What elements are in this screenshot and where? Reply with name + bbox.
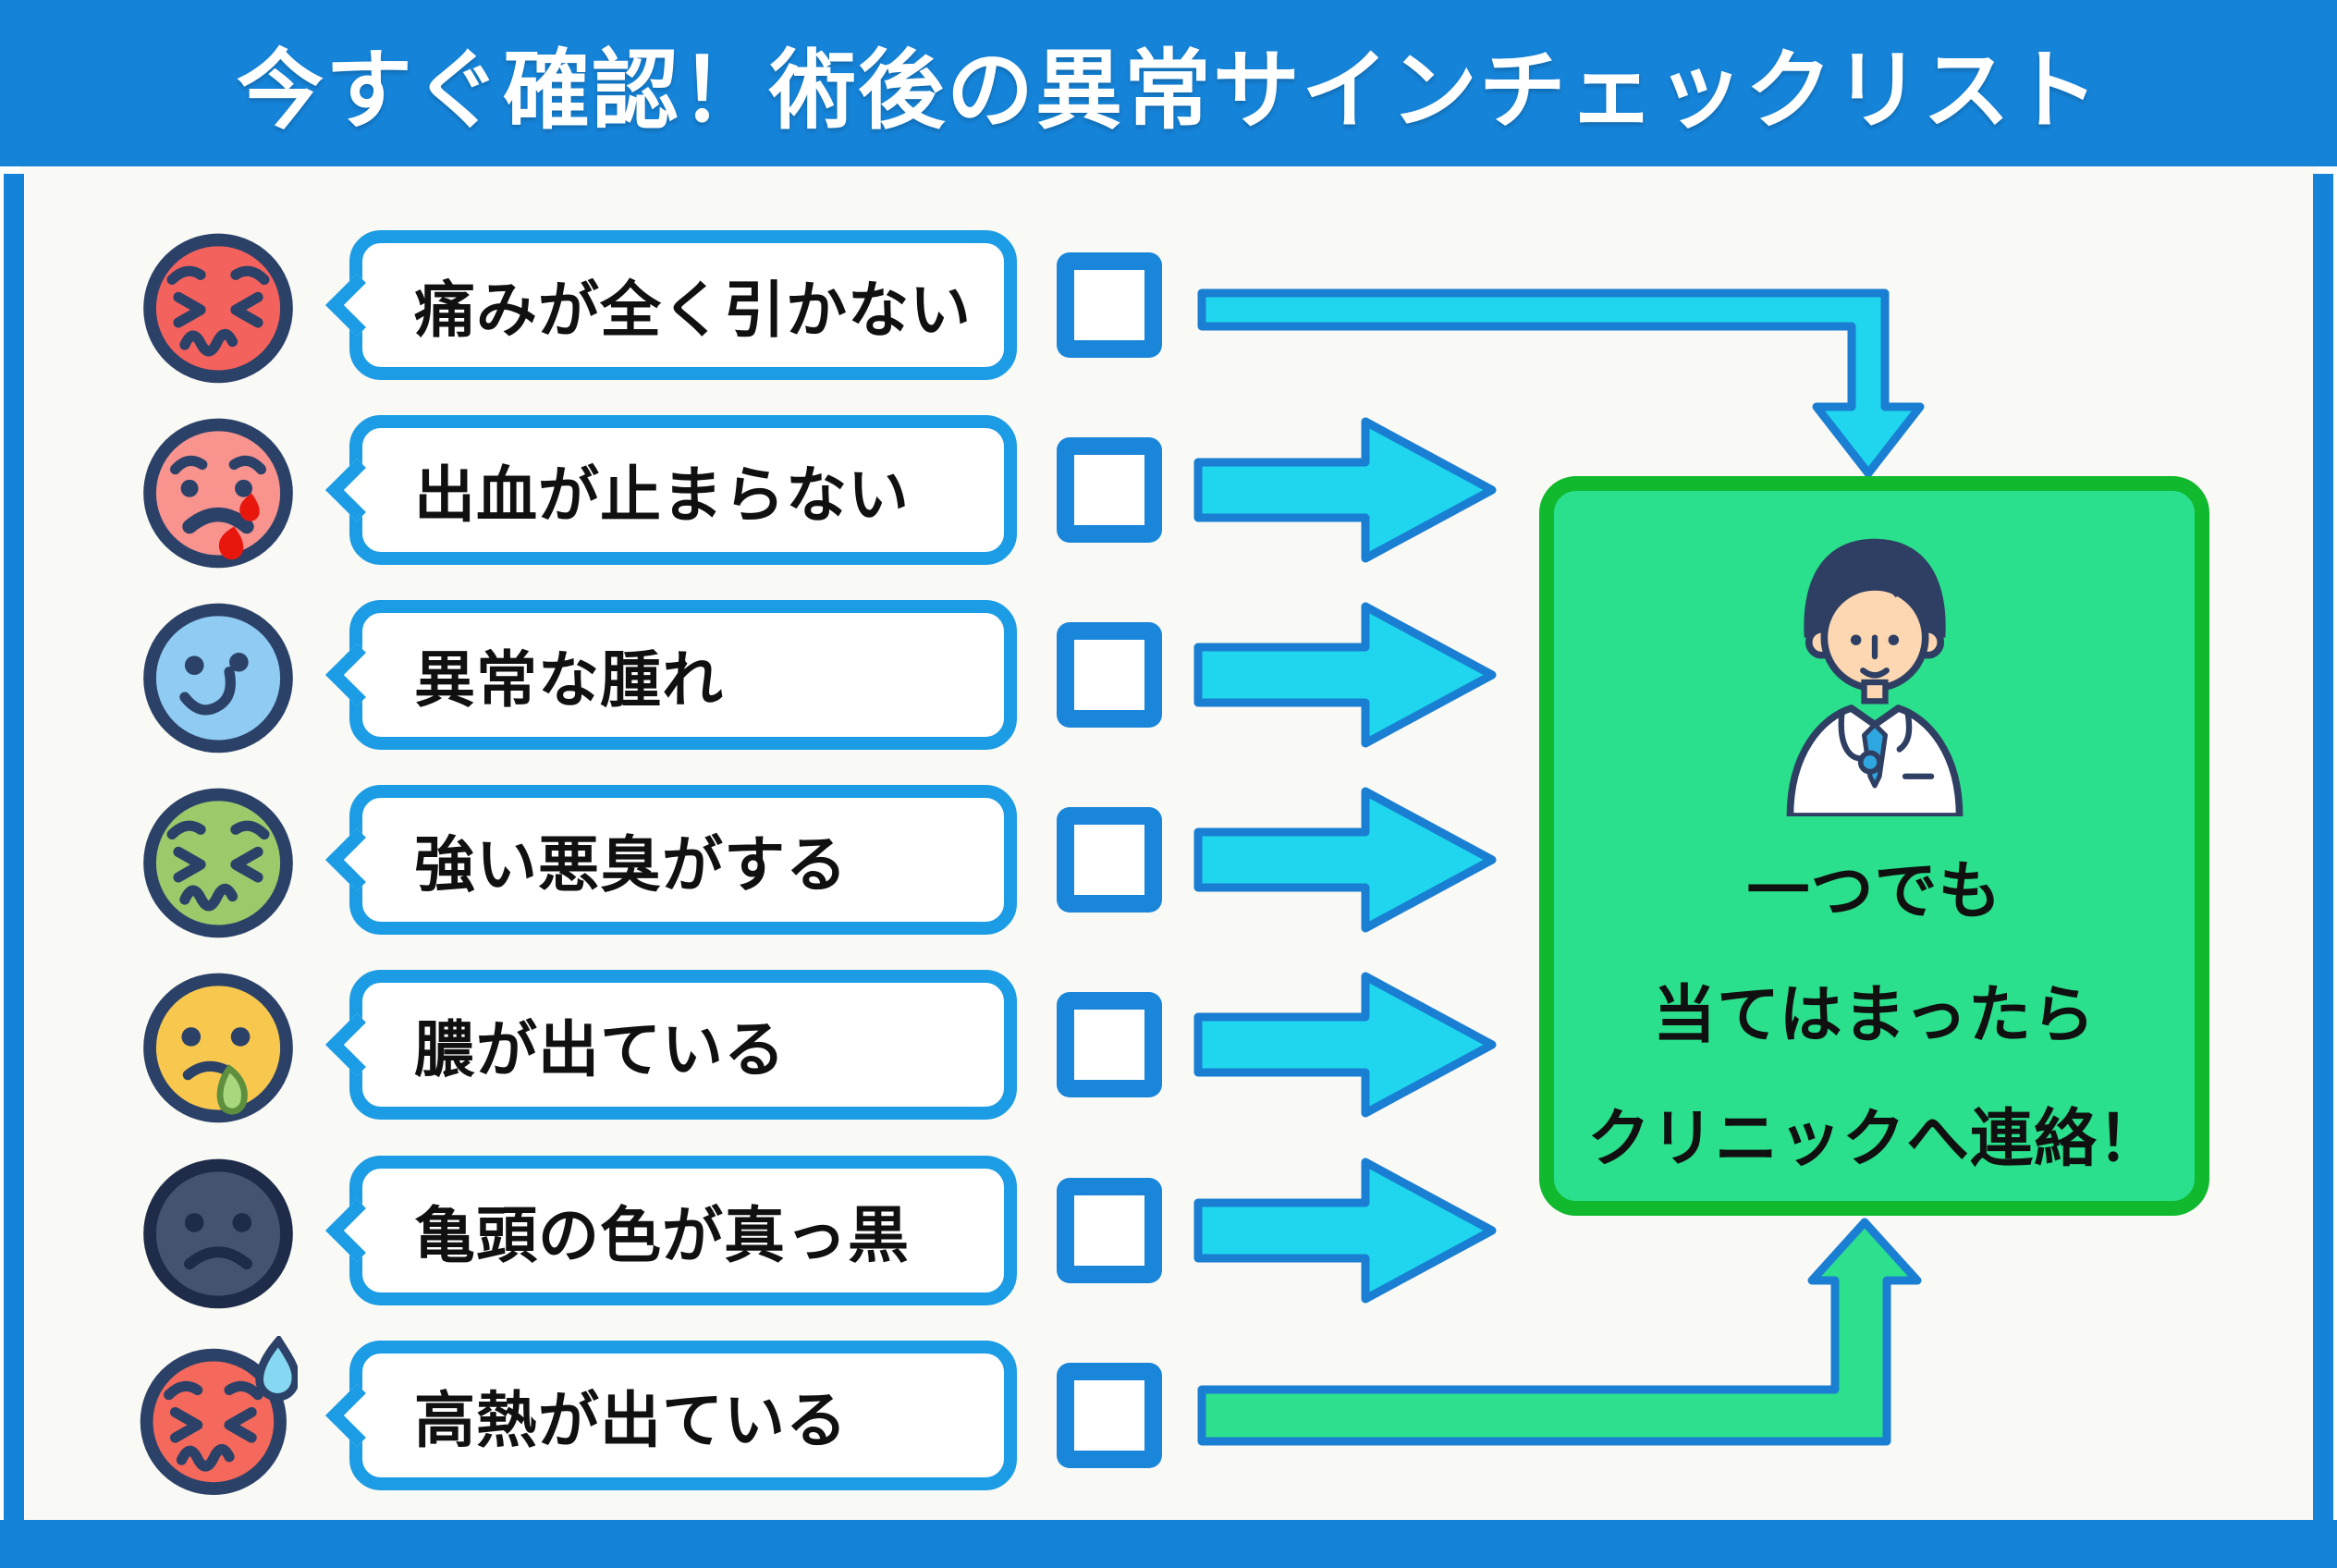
symptom-label: 出血が止まらない [414,460,910,529]
speech-bubble: 出血が止まらない [325,415,1017,565]
drooling-yellow-face-icon [139,965,298,1124]
title-bar: 今すぐ確認！術後の異常サインチェックリスト [0,0,2337,166]
message-line-3: クリニックへ連絡！ [1586,1104,2161,1174]
speech-bubble: 強い悪臭がする [325,785,1017,935]
checkbox-swelling[interactable] [1057,622,1162,728]
checkbox-odor[interactable] [1057,807,1162,913]
checkbox-black-glans[interactable] [1057,1178,1162,1283]
left-frame-border [4,174,24,1568]
symptom-label: 痛みが全く引かない [414,276,972,344]
right-arrow-icon [1193,971,1499,1119]
confounded-red-face-icon [139,226,298,385]
nauseated-green-face-icon [139,780,298,939]
page-title: 今すぐ確認！術後の異常サインチェックリスト [236,42,2100,139]
speech-bubble: 高熱が出ている [325,1341,1017,1490]
worried-blue-face-icon [139,595,298,754]
checkbox-pus[interactable] [1057,992,1162,1097]
right-frame-border [2313,174,2333,1568]
symptom-label: 高熱が出ている [414,1386,848,1454]
symptom-label: 異常な腫れ [414,645,724,714]
checkbox-pain[interactable] [1057,252,1162,358]
footer-bar [0,1520,2337,1568]
right-arrow-icon [1193,416,1499,564]
checkbox-fever[interactable] [1057,1363,1162,1468]
elbow-down-arrow-icon [1194,277,1934,481]
speech-bubble: 膿が出ている [325,970,1017,1120]
dark-frown-face-icon [139,1151,298,1310]
doctor-illustration [1786,538,1963,816]
right-arrow-icon [1193,601,1499,749]
symptom-label: 膿が出ている [414,1015,786,1084]
message-line-2: 当てはまったら [1653,980,2096,1050]
crying-blood-face-icon [139,410,298,570]
right-arrow-icon [1193,1157,1499,1305]
checkbox-bleeding[interactable] [1057,437,1162,543]
symptom-label: 強い悪臭がする [414,830,848,899]
speech-bubble: 亀頭の色が真っ黒 [325,1156,1017,1305]
contact-clinic-message: 一つでも 当てはまったら クリニックへ連絡！ [1587,829,2161,1201]
elbow-up-arrow-icon [1194,1193,1934,1452]
message-line-1: 一つでも [1746,856,2002,926]
symptom-label: 亀頭の色が真っ黒 [414,1201,910,1269]
right-arrow-icon [1193,786,1499,934]
contact-clinic-box: 一つでも 当てはまったら クリニックへ連絡！ [1539,476,2209,1216]
fever-sweat-face-icon [139,1336,298,1495]
speech-bubble: 異常な腫れ [325,600,1017,750]
speech-bubble: 痛みが全く引かない [325,230,1017,380]
